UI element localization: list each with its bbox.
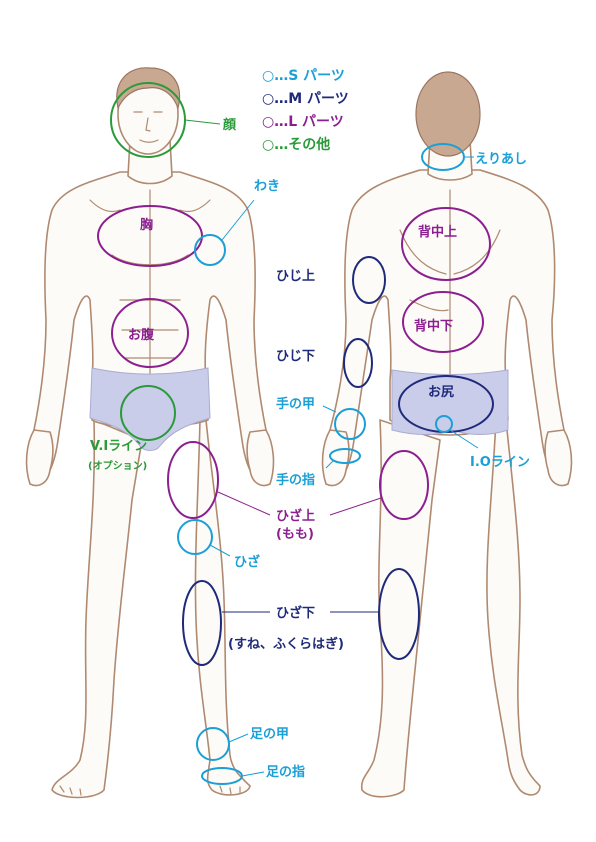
back-left-hand (544, 429, 573, 487)
label-vi-option: (オプション) (88, 459, 147, 472)
leader-o-line (449, 429, 479, 449)
leader-above-knee-front (217, 491, 271, 516)
zone-lower-elbow[interactable] (343, 338, 373, 388)
zone-upper-back[interactable] (401, 207, 491, 281)
zone-above-knee-back[interactable] (379, 450, 429, 520)
label-chest: 胸 (140, 217, 153, 233)
leader-armpit (221, 199, 255, 241)
label-above-knee-sub: (もも) (276, 527, 314, 542)
leader-back-of-hand (322, 405, 337, 413)
leader-above-knee-back (329, 497, 382, 516)
zone-upper-elbow[interactable] (352, 256, 386, 304)
zone-knee[interactable] (177, 519, 213, 555)
label-toes: 足の指 (266, 764, 305, 780)
label-back-of-hand: 手の甲 (276, 396, 315, 412)
zone-above-knee-front[interactable] (167, 441, 219, 519)
back-right-leg (360, 419, 441, 798)
label-knee: ひざ (234, 554, 260, 570)
label-below-knee: ひざ下 (276, 605, 315, 621)
back-right-hand (321, 429, 350, 487)
label-buttocks: お尻 (428, 385, 454, 400)
front-right-hand (25, 429, 54, 487)
back-torso-details (399, 189, 501, 381)
label-o-line: I.Oライン (470, 455, 530, 470)
zone-below-knee-back[interactable] (378, 568, 420, 660)
front-zones: 顔 胸 お腹 わき V.Iライン (オプション) ひざ 足の甲 足の指 (88, 82, 305, 785)
label-belly: お腹 (128, 327, 155, 343)
label-fingers: 手の指 (276, 472, 315, 488)
legend: ○…S パーツ ○…M パーツ ○…L パーツ ○…その他 (262, 68, 349, 153)
back-left-leg (486, 419, 541, 796)
leader-fingers (325, 459, 335, 469)
front-left-hand (246, 429, 275, 487)
label-upper-back: 背中上 (418, 224, 457, 240)
front-hair (116, 67, 181, 111)
label-below-knee-sub: (すね、ふくらはぎ) (228, 636, 344, 652)
leader-face (184, 119, 221, 125)
label-lower-elbow: ひじ下 (276, 349, 315, 364)
front-face-details (133, 111, 163, 143)
zone-vi-line[interactable] (120, 385, 176, 441)
label-top-of-foot: 足の甲 (250, 727, 289, 742)
legend-l: ○…L パーツ (262, 114, 344, 130)
front-figure (25, 67, 275, 799)
zone-armpit[interactable] (194, 234, 226, 266)
label-upper-elbow: ひじ上 (276, 269, 315, 284)
zone-fingers[interactable] (329, 448, 361, 464)
zone-chest[interactable] (97, 205, 203, 267)
legend-other: ○…その他 (262, 136, 330, 153)
zone-belly[interactable] (111, 298, 189, 368)
label-above-knee: ひざ上 (276, 508, 315, 524)
zone-lower-back[interactable] (402, 291, 484, 353)
front-right-leg (51, 419, 143, 799)
label-vi-line: V.Iライン (90, 439, 147, 454)
back-head (415, 71, 481, 157)
back-underwear (391, 369, 509, 435)
zone-below-knee-front[interactable] (182, 580, 222, 666)
back-zones: えりあし 背中上 背中下 お尻 I.Oライン ひじ上 ひじ下 手の甲 手の指 ひ… (217, 143, 530, 660)
legend-s: ○…S パーツ (262, 68, 345, 84)
zone-top-of-foot[interactable] (196, 727, 230, 761)
leader-toes (241, 771, 265, 777)
front-underwear (89, 367, 211, 451)
front-feet-details (59, 785, 241, 796)
label-armpit: わき (254, 179, 280, 194)
zone-back-of-hand[interactable] (334, 408, 366, 440)
label-face: 顔 (222, 117, 237, 133)
legend-m: ○…M パーツ (262, 91, 349, 107)
label-lower-back: 背中下 (414, 318, 453, 334)
zone-o-line[interactable] (435, 415, 453, 433)
front-left-leg (194, 419, 251, 796)
leader-top-of-foot (228, 733, 249, 743)
label-nape: えりあし (475, 152, 527, 167)
leader-knee (209, 544, 231, 557)
